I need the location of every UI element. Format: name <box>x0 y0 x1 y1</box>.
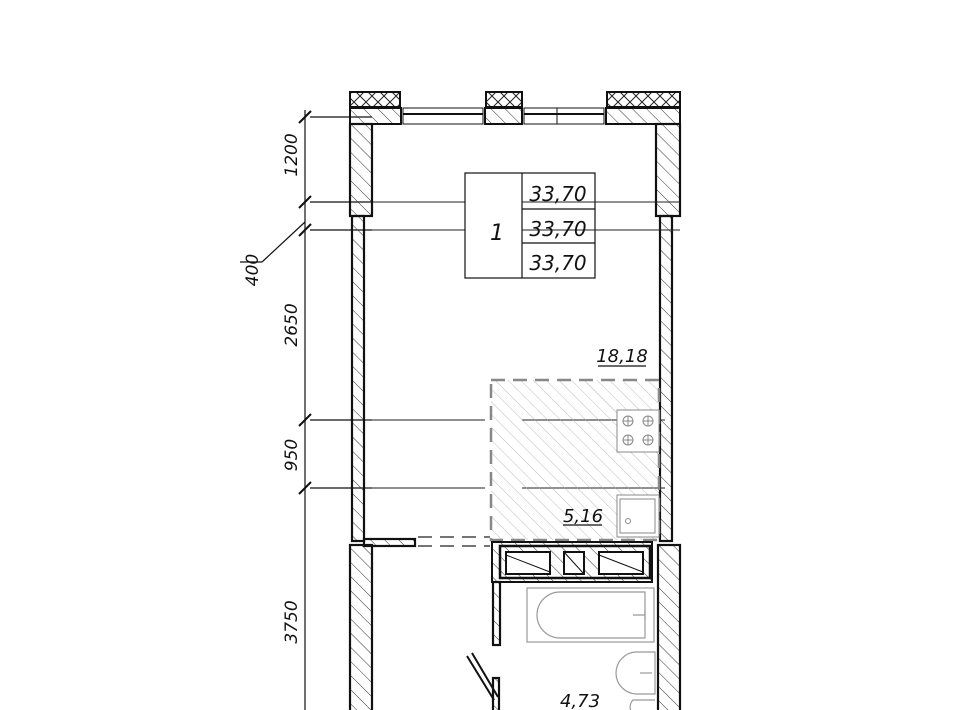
bathroom-area: 4,73 <box>560 691 600 710</box>
dimension-label: 400 <box>243 254 263 286</box>
living-room-area: 18,18 <box>596 346 648 367</box>
dimension-label: 950 <box>282 439 302 471</box>
area-total: 33,70 <box>529 182 586 206</box>
area-3: 33,70 <box>529 251 586 275</box>
area-living: 33,70 <box>529 217 586 241</box>
kitchen-area: 5,16 <box>563 506 603 527</box>
stove-icon <box>616 409 660 453</box>
dimension-label: 1200 <box>282 133 302 176</box>
sink-icon <box>616 494 660 538</box>
exterior-wall-top <box>349 91 681 125</box>
ventilation-shaft <box>491 541 653 583</box>
bathtub-icon <box>526 587 655 643</box>
dimension-label: 3750 <box>282 600 302 643</box>
apartment-number: 1 <box>490 221 504 246</box>
walls <box>348 122 682 710</box>
dimension-label: 2650 <box>282 303 302 346</box>
apartment-table <box>464 172 596 279</box>
door <box>466 652 499 701</box>
opening-line <box>418 536 490 547</box>
toilet-icon <box>629 699 655 710</box>
washbasin-icon <box>615 651 656 695</box>
window <box>402 107 605 125</box>
